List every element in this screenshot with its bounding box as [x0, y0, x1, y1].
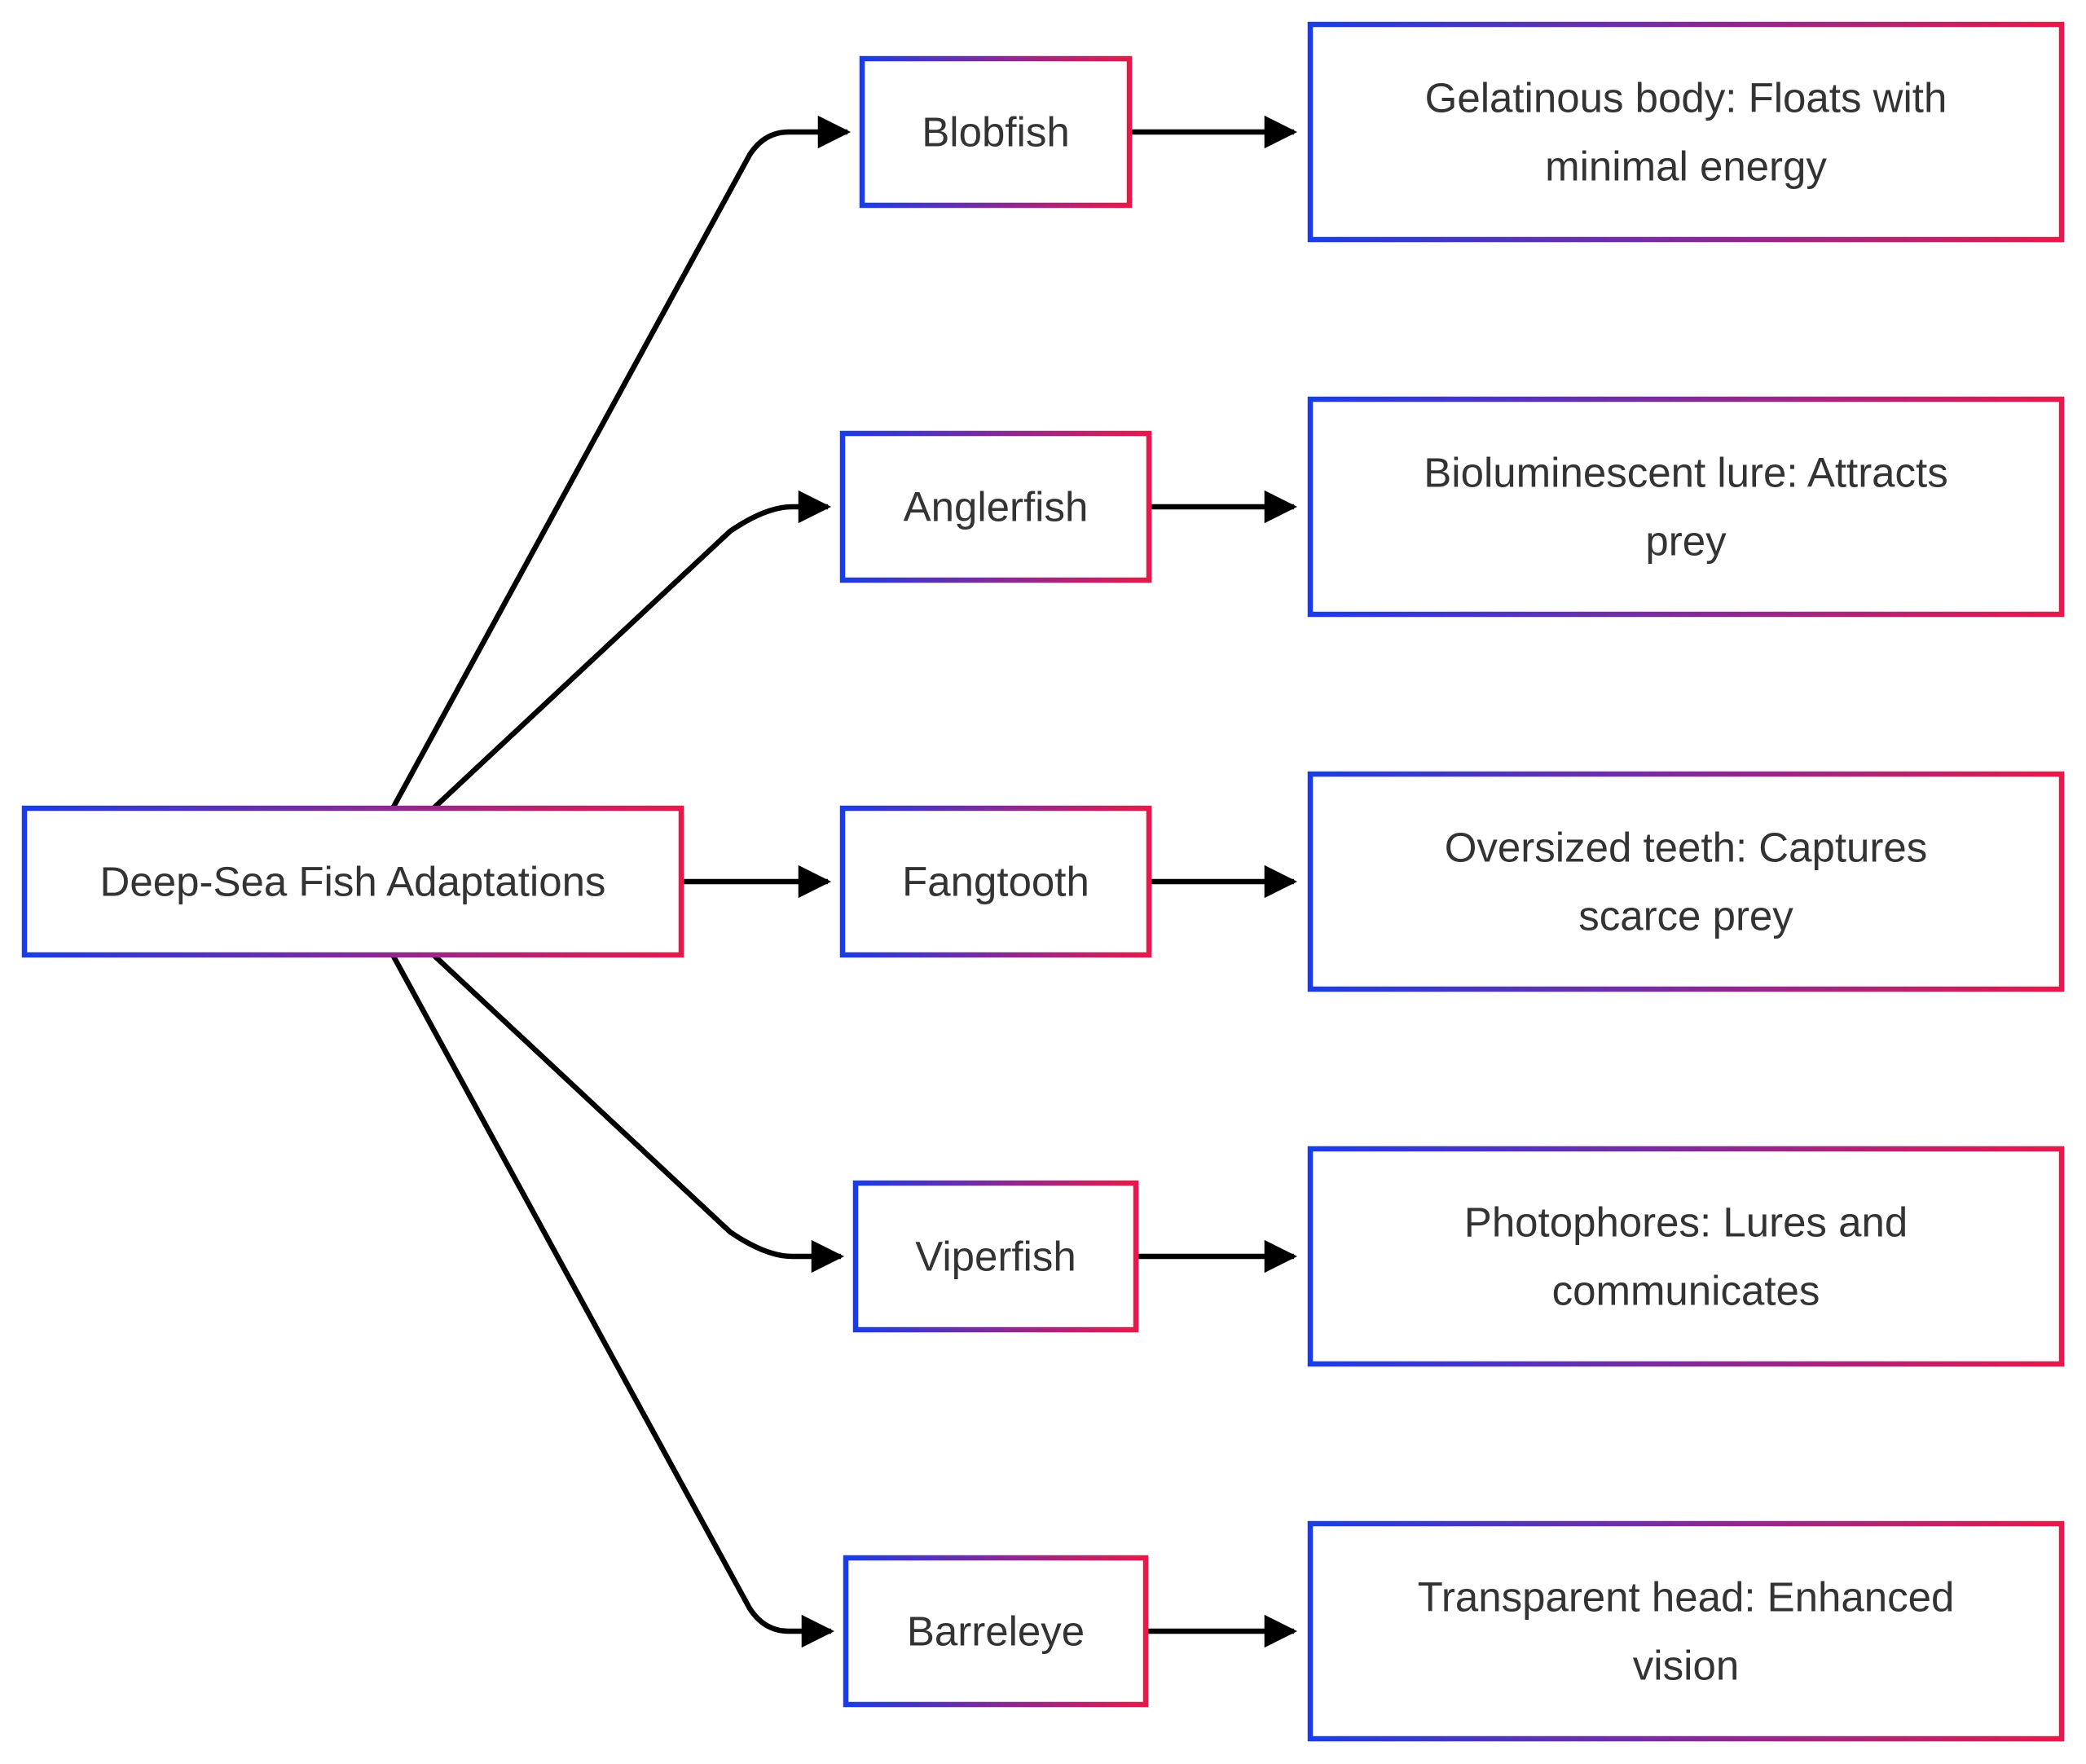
fish-node-box: [859, 55, 1133, 209]
fish-node-label: Fangtooth: [902, 859, 1089, 905]
adaptation-edges: [1129, 115, 1298, 1648]
adaptation-node-blobfish[interactable]: Gelatinous body: Floats with minimal ene…: [1307, 21, 2065, 243]
fish-node-label: Anglerfish: [904, 484, 1089, 530]
adaptation-line-1: Photophores: Lures and: [1464, 1199, 1908, 1246]
fish-node-fangtooth[interactable]: Fangtooth: [839, 805, 1152, 958]
adaptation-node-barreleye[interactable]: Transparent head: Enhanced vision: [1307, 1520, 2065, 1742]
adaptation-node-box: [1307, 771, 2065, 992]
root-node-box: [21, 805, 684, 958]
adaptation-node-anglerfish[interactable]: Bioluminescent lure: Attracts prey: [1307, 396, 2065, 618]
edge-root-viperfish: [431, 952, 845, 1274]
fish-node-box: [839, 805, 1152, 958]
fish-node-label: Viperfish: [915, 1234, 1076, 1280]
fish-node-blobfish[interactable]: Blobfish: [859, 55, 1133, 209]
edge-root-barreleye: [390, 953, 835, 1648]
adaptation-line-2: prey: [1645, 518, 1727, 565]
root-node[interactable]: Deep-Sea Fish Adaptations: [21, 805, 684, 958]
adaptation-line-1: Transparent head: Enhanced: [1418, 1574, 1955, 1621]
adaptation-node-viperfish[interactable]: Photophores: Lures and communicates: [1307, 1146, 2065, 1367]
fish-node-label: Blobfish: [922, 109, 1069, 156]
adaptation-node-fangtooth[interactable]: Oversized teeth: Captures scarce prey: [1307, 771, 2065, 992]
adaptation-line-2: vision: [1633, 1643, 1739, 1689]
adaptation-line-2: minimal energy: [1545, 143, 1827, 190]
adaptation-line-1: Gelatinous body: Floats with: [1425, 75, 1947, 121]
fish-node-box: [839, 430, 1152, 583]
adaptation-line-1: Oversized teeth: Captures: [1445, 825, 1927, 871]
fish-node-label: Barreleye: [907, 1608, 1085, 1655]
fish-node-barreleye[interactable]: Barreleye: [843, 1555, 1149, 1708]
adaptation-node-box: [1307, 1146, 2065, 1367]
fish-node-box: [843, 1555, 1149, 1708]
fish-node-viperfish[interactable]: Viperfish: [852, 1180, 1139, 1333]
adaptation-line-1: Bioluminescent lure: Attracts: [1424, 450, 1947, 496]
adaptation-node-box: [1307, 21, 2065, 243]
fish-node-anglerfish[interactable]: Anglerfish: [839, 430, 1152, 583]
root-edges: [390, 115, 852, 1648]
adaptation-node-box: [1307, 1520, 2065, 1742]
adaptation-line-2: scarce prey: [1578, 893, 1793, 939]
edge-root-anglerfish: [431, 490, 832, 811]
adaptation-node-box: [1307, 396, 2065, 618]
edge-root-blobfish: [390, 115, 852, 810]
fish-node-box: [852, 1180, 1139, 1333]
root-node-label: Deep-Sea Fish Adaptations: [100, 859, 606, 905]
adaptation-line-2: communicates: [1552, 1268, 1820, 1314]
